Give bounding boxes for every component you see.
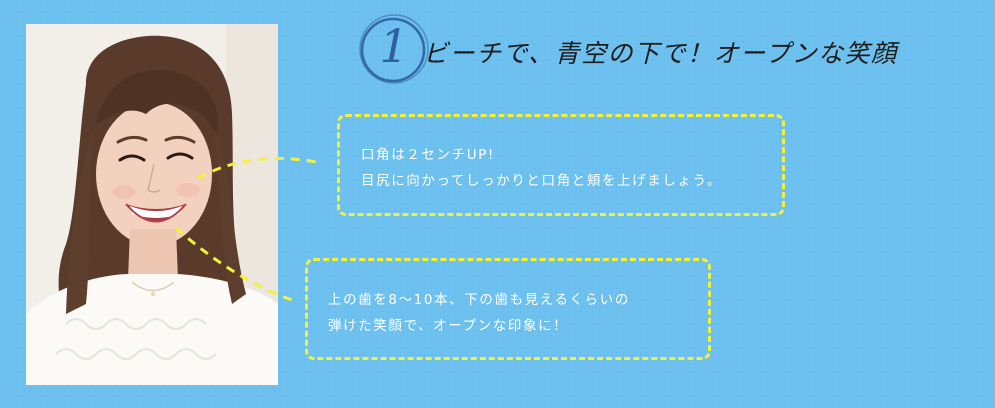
tip-line: 目尻に向かってしっかりと口角と頬を上げましょう。 <box>361 173 722 189</box>
tip-bubble-teeth: 上の歯を8〜10本、下の歯も見えるくらいの 弾けた笑顔で、オープンな印象に！ <box>305 258 711 360</box>
page-title: ビーチで、青空の下で！オープンな笑顔 <box>423 39 898 68</box>
portrait-photo <box>26 24 278 385</box>
tip-bubble-mouth-corners: 口角は２センチUP! 目尻に向かってしっかりと口角と頬を上げましょう。 <box>337 114 785 216</box>
tip-line: 口角は２センチUP! <box>361 147 495 163</box>
section-heading: 1 ビーチで、青空の下で！オープンな笑顔 <box>353 8 983 88</box>
tip-line: 上の歯を8〜10本、下の歯も見えるくらいの <box>328 292 630 308</box>
circle-badge-icon <box>353 8 433 88</box>
tip-line: 弾けた笑顔で、オープンな印象に！ <box>328 318 569 334</box>
step-number: 1 <box>379 19 409 73</box>
